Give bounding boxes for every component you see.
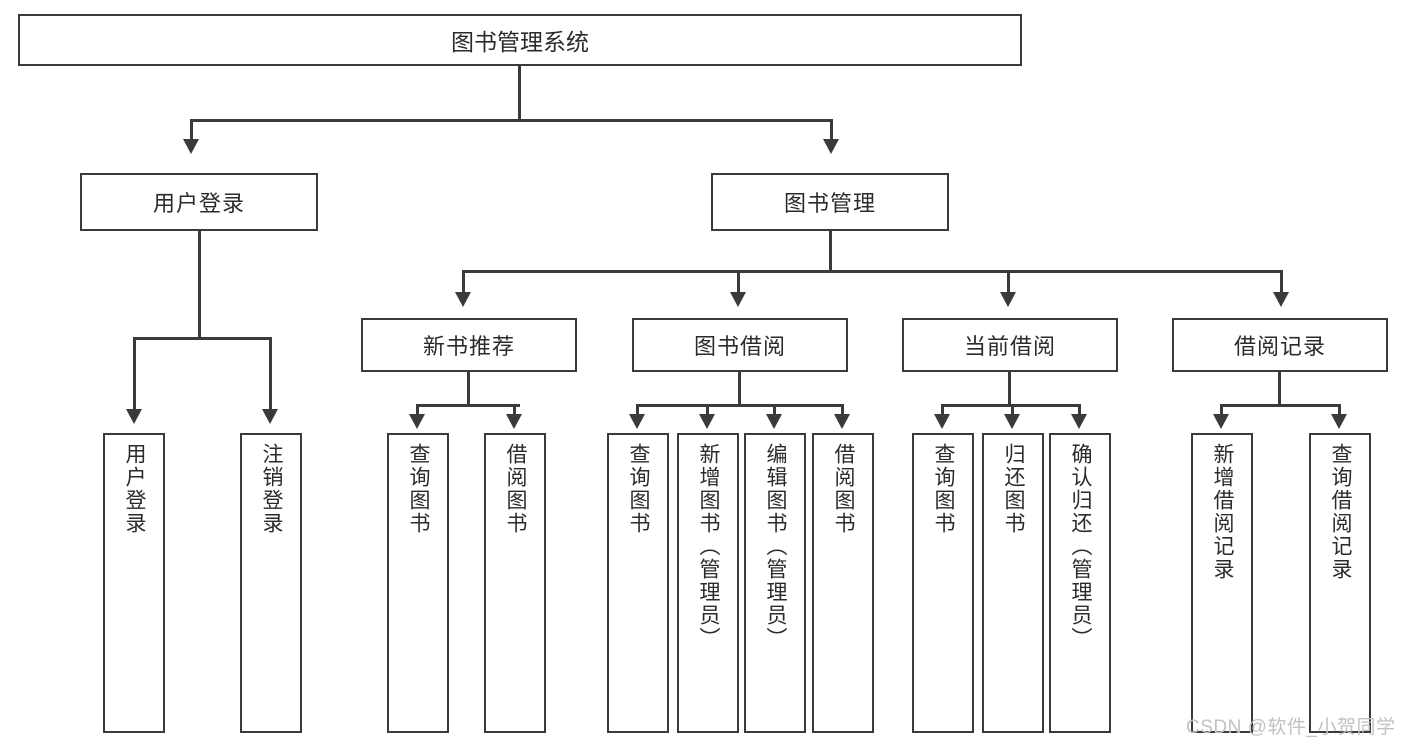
connector-new-book-stem bbox=[467, 372, 470, 406]
node-label: 新增图书（管理员） bbox=[696, 443, 720, 650]
arrow-to-leaf-logout bbox=[262, 409, 278, 424]
connector-book-borrow-stem bbox=[738, 372, 741, 406]
connector-user-login-drop-1 bbox=[133, 337, 136, 411]
connector-current-borrow-drop-3 bbox=[1078, 404, 1081, 416]
connector-new-book-drop-1 bbox=[416, 404, 419, 416]
connector-level2-drop-1 bbox=[462, 270, 465, 294]
node-label: 归还图书 bbox=[1001, 443, 1025, 535]
connector-user-login-stem bbox=[198, 231, 201, 339]
node-borrow-record[interactable]: 借阅记录 bbox=[1172, 318, 1388, 372]
connector-level2-drop-4 bbox=[1280, 270, 1283, 294]
connector-user-login-bus bbox=[133, 337, 272, 340]
node-label: 用户登录 bbox=[152, 191, 245, 216]
arrow-to-leaf-query-book-1 bbox=[409, 414, 425, 429]
arrow-to-user-login bbox=[183, 139, 199, 154]
leaf-add-book-admin[interactable]: 新增图书（管理员） bbox=[677, 433, 739, 733]
leaf-return-book[interactable]: 归还图书 bbox=[982, 433, 1044, 733]
arrow-to-leaf-add-record bbox=[1213, 414, 1229, 429]
leaf-logout[interactable]: 注销登录 bbox=[240, 433, 302, 733]
leaf-query-book-current[interactable]: 查询图书 bbox=[912, 433, 974, 733]
leaf-borrow-book[interactable]: 借阅图书 bbox=[812, 433, 874, 733]
node-book-management[interactable]: 图书管理 bbox=[711, 173, 949, 231]
node-root-book-management-system[interactable]: 图书管理系统 bbox=[18, 14, 1022, 66]
connector-user-login-drop-2 bbox=[269, 337, 272, 411]
arrow-to-leaf-confirm-return bbox=[1071, 414, 1087, 429]
arrow-to-leaf-query-record bbox=[1331, 414, 1347, 429]
node-label: 用户登录 bbox=[122, 443, 146, 535]
node-label: 查询图书 bbox=[626, 443, 650, 535]
connector-borrow-record-drop-1 bbox=[1220, 404, 1223, 416]
connector-borrow-record-drop-2 bbox=[1338, 404, 1341, 416]
leaf-confirm-return-admin[interactable]: 确认归还（管理员） bbox=[1049, 433, 1111, 733]
arrow-to-leaf-query-book-2 bbox=[629, 414, 645, 429]
node-label: 确认归还（管理员） bbox=[1068, 443, 1092, 650]
connector-level2-drop-2 bbox=[737, 270, 740, 294]
arrow-to-leaf-user-login bbox=[126, 409, 142, 424]
connector-root-drop-left bbox=[190, 119, 193, 141]
node-label: 图书借阅 bbox=[693, 334, 786, 359]
connector-current-borrow-drop-1 bbox=[941, 404, 944, 416]
connector-new-book-bus bbox=[416, 404, 520, 407]
arrow-to-leaf-return-book bbox=[1004, 414, 1020, 429]
connector-book-borrow-drop-2 bbox=[706, 404, 709, 416]
leaf-user-login[interactable]: 用户登录 bbox=[103, 433, 165, 733]
arrow-to-book-borrow bbox=[730, 292, 746, 307]
node-label: 当前借阅 bbox=[963, 334, 1056, 359]
node-label: 编辑图书（管理员） bbox=[763, 443, 787, 650]
connector-root-stem bbox=[518, 66, 521, 120]
arrow-to-leaf-add-book bbox=[699, 414, 715, 429]
arrow-to-current-borrow bbox=[1000, 292, 1016, 307]
arrow-to-new-book-recommend bbox=[455, 292, 471, 307]
arrow-to-borrow-record bbox=[1273, 292, 1289, 307]
connector-book-borrow-drop-3 bbox=[773, 404, 776, 416]
arrow-to-book-management bbox=[823, 139, 839, 154]
connector-book-borrow-bus bbox=[636, 404, 844, 407]
connector-borrow-record-stem bbox=[1278, 372, 1281, 406]
connector-root-drop-right bbox=[830, 119, 833, 141]
node-label: 注销登录 bbox=[259, 443, 283, 535]
node-book-borrow[interactable]: 图书借阅 bbox=[632, 318, 848, 372]
node-label: 查询图书 bbox=[406, 443, 430, 535]
node-label: 新书推荐 bbox=[422, 334, 515, 359]
connector-book-management-stem bbox=[829, 231, 832, 272]
node-label: 查询借阅记录 bbox=[1328, 443, 1352, 581]
node-label: 借阅图书 bbox=[831, 443, 855, 535]
arrow-to-leaf-edit-book bbox=[766, 414, 782, 429]
node-user-login[interactable]: 用户登录 bbox=[80, 173, 318, 231]
connector-current-borrow-stem bbox=[1008, 372, 1011, 406]
connector-new-book-drop-2 bbox=[513, 404, 516, 416]
connector-current-borrow-bus bbox=[941, 404, 1080, 407]
node-label: 借阅图书 bbox=[503, 443, 527, 535]
leaf-edit-book-admin[interactable]: 编辑图书（管理员） bbox=[744, 433, 806, 733]
connector-book-borrow-drop-1 bbox=[636, 404, 639, 416]
leaf-add-borrow-record[interactable]: 新增借阅记录 bbox=[1191, 433, 1253, 733]
arrow-to-leaf-borrow-book-2 bbox=[834, 414, 850, 429]
connector-current-borrow-drop-2 bbox=[1011, 404, 1014, 416]
node-label: 查询图书 bbox=[931, 443, 955, 535]
node-label: 借阅记录 bbox=[1233, 334, 1326, 359]
connector-level2-bus bbox=[462, 270, 1283, 273]
node-label: 图书管理 bbox=[783, 191, 876, 216]
arrow-to-leaf-query-book-3 bbox=[934, 414, 950, 429]
node-new-book-recommend[interactable]: 新书推荐 bbox=[361, 318, 577, 372]
connector-book-borrow-drop-4 bbox=[841, 404, 844, 416]
connector-level2-drop-3 bbox=[1007, 270, 1010, 294]
connector-root-bus bbox=[190, 119, 833, 122]
leaf-query-borrow-record[interactable]: 查询借阅记录 bbox=[1309, 433, 1371, 733]
leaf-borrow-book-recommend[interactable]: 借阅图书 bbox=[484, 433, 546, 733]
leaf-query-book-borrow[interactable]: 查询图书 bbox=[607, 433, 669, 733]
leaf-query-book-recommend[interactable]: 查询图书 bbox=[387, 433, 449, 733]
node-current-borrow[interactable]: 当前借阅 bbox=[902, 318, 1118, 372]
arrow-to-leaf-borrow-book-1 bbox=[506, 414, 522, 429]
connector-borrow-record-bus bbox=[1220, 404, 1341, 407]
node-label: 新增借阅记录 bbox=[1210, 443, 1234, 581]
node-label: 图书管理系统 bbox=[451, 29, 589, 55]
